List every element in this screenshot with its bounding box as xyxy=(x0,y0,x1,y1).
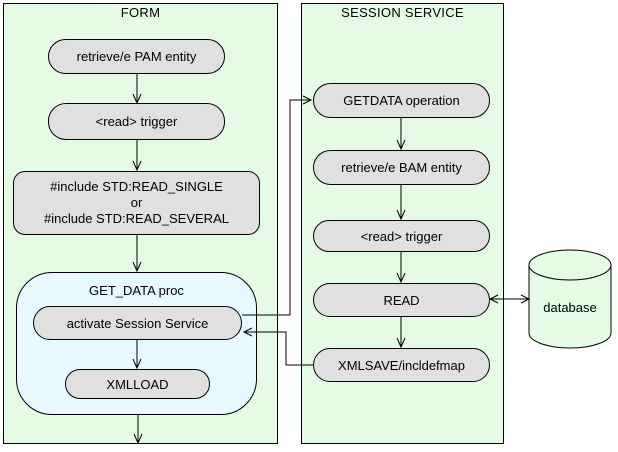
include-line-3: #include STD:READ_SEVERAL xyxy=(44,211,229,226)
database-label: database xyxy=(543,300,597,315)
include-line-2: or xyxy=(130,195,143,210)
node-session-read-trigger: <read> trigger xyxy=(313,220,490,252)
node-read: READ xyxy=(313,283,490,317)
include-line-1: #include STD:READ_SINGLE xyxy=(50,179,223,194)
session-service-panel-title: SESSION SERVICE xyxy=(341,5,464,20)
node-activate-session-service: activate Session Service xyxy=(33,306,242,340)
database-cylinder-top xyxy=(528,249,612,281)
node-form-read-trigger: <read> trigger xyxy=(48,103,225,140)
get-data-proc-label: GET_DATA proc xyxy=(89,283,184,298)
node-include-std-read: #include STD:READ_SINGLE or #include STD… xyxy=(13,171,260,235)
form-panel-title: FORM xyxy=(120,5,161,20)
node-xmlload: XMLLOAD xyxy=(65,369,210,399)
database-cylinder xyxy=(528,249,612,349)
node-getdata-operation: GETDATA operation xyxy=(313,83,490,118)
node-xmlsave-incldefmap: XMLSAVE/incldefmap xyxy=(313,348,490,382)
node-retrieve-bam-entity: retrieve/e BAM entity xyxy=(313,150,490,185)
node-retrieve-pam-entity: retrieve/e PAM entity xyxy=(48,39,225,74)
